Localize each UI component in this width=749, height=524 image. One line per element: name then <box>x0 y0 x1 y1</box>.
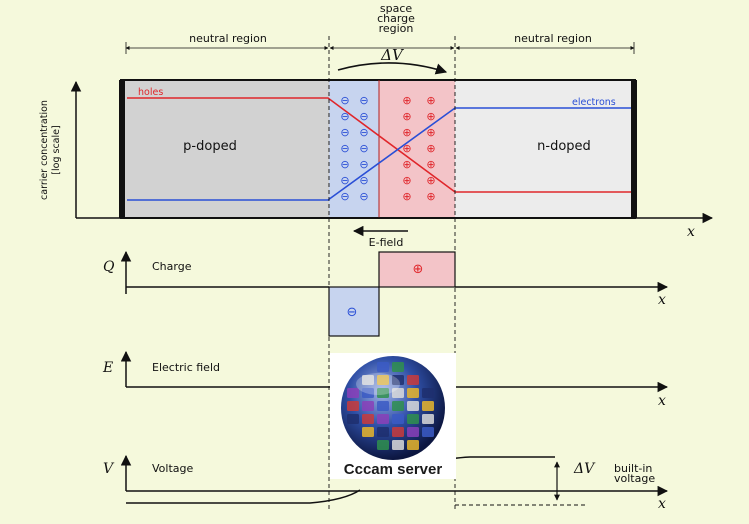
delta-v-top-label: ΔV <box>380 46 405 64</box>
delta-v-voltage-label: ΔV <box>573 461 596 477</box>
negative-ion-icon: ⊖ <box>340 110 349 123</box>
globe-tile <box>347 388 359 398</box>
delta-v-arc-arrow <box>338 63 446 72</box>
voltage-label: Voltage <box>152 462 193 475</box>
negative-ion-icon: ⊖ <box>359 142 368 155</box>
globe-tile <box>392 362 404 372</box>
negative-charge-sign: ⊖ <box>347 305 358 320</box>
charge-x-label: x <box>658 292 666 308</box>
right-contact <box>631 80 637 218</box>
negative-ion-icon: ⊖ <box>340 94 349 107</box>
electrons-label: electrons <box>572 97 616 108</box>
voltage-x-label: x <box>658 496 666 512</box>
negative-ion-icon: ⊖ <box>359 110 368 123</box>
negative-ion-icon: ⊖ <box>340 190 349 203</box>
positive-ion-icon: ⊕ <box>426 110 435 123</box>
globe-tile <box>347 401 359 411</box>
globe-tile <box>392 440 404 450</box>
field-symbol: E <box>102 360 113 376</box>
globe-tile <box>377 427 389 437</box>
globe-tile <box>377 401 389 411</box>
concentration-y-label-2: [log scale] <box>51 125 62 174</box>
positive-ion-icon: ⊕ <box>426 142 435 155</box>
globe-tile <box>422 414 434 424</box>
globe-tile <box>377 362 389 372</box>
positive-ion-icon: ⊕ <box>426 190 435 203</box>
field-label: Electric field <box>152 361 220 374</box>
tv-globe-logo <box>341 356 445 460</box>
globe-tile <box>362 401 374 411</box>
globe-tile <box>392 414 404 424</box>
charge-symbol: Q <box>103 259 115 275</box>
field-x-label: x <box>658 393 666 409</box>
positive-ion-icon: ⊕ <box>426 158 435 171</box>
negative-ion-icon: ⊖ <box>340 126 349 139</box>
globe-tile <box>362 414 374 424</box>
globe-tile <box>407 388 419 398</box>
globe-tile <box>392 401 404 411</box>
positive-ion-icon: ⊕ <box>402 142 411 155</box>
globe-tile <box>407 427 419 437</box>
negative-ion-icon: ⊖ <box>359 158 368 171</box>
builtin-label-2: voltage <box>614 472 655 485</box>
left-contact <box>119 80 125 218</box>
watermark-caption: Cccam server <box>344 461 443 478</box>
globe-tile <box>347 414 359 424</box>
positive-ion-icon: ⊕ <box>426 94 435 107</box>
holes-label: holes <box>138 87 163 98</box>
concentration-x-label: x <box>687 224 695 240</box>
globe-tile <box>362 427 374 437</box>
globe-tile <box>377 414 389 424</box>
charge-label: Charge <box>152 260 192 273</box>
space-charge-label-3: region <box>379 22 414 35</box>
positive-ion-icon: ⊕ <box>402 126 411 139</box>
globe-tile <box>422 427 434 437</box>
voltage-curve-low <box>126 490 360 503</box>
voltage-symbol: V <box>103 461 115 477</box>
concentration-y-label-1: carrier concentration <box>39 100 50 200</box>
negative-ion-icon: ⊖ <box>359 94 368 107</box>
neutral-region-right-label: neutral region <box>514 32 592 45</box>
globe-tile <box>407 401 419 411</box>
neutral-region-left-label: neutral region <box>189 32 267 45</box>
e-field-label: E-field <box>369 236 404 249</box>
globe-tile <box>377 440 389 450</box>
positive-charge-sign: ⊕ <box>413 262 424 277</box>
positive-ion-icon: ⊕ <box>402 174 411 187</box>
globe-tile <box>407 414 419 424</box>
globe-tile <box>422 401 434 411</box>
positive-ion-icon: ⊕ <box>402 110 411 123</box>
depletion-negative-region <box>329 80 379 218</box>
negative-ion-icon: ⊖ <box>340 158 349 171</box>
n-doped-label: n-doped <box>537 139 591 154</box>
p-doped-label: p-doped <box>183 139 237 154</box>
globe-tile <box>392 427 404 437</box>
negative-ion-icon: ⊖ <box>359 190 368 203</box>
negative-ion-icon: ⊖ <box>340 142 349 155</box>
depletion-positive-region <box>379 80 455 218</box>
positive-ion-icon: ⊕ <box>402 94 411 107</box>
positive-ion-icon: ⊕ <box>402 158 411 171</box>
globe-tile <box>422 388 434 398</box>
globe-tile <box>407 375 419 385</box>
globe-tile <box>407 440 419 450</box>
voltage-curve-high <box>440 457 555 462</box>
positive-ion-icon: ⊕ <box>402 190 411 203</box>
